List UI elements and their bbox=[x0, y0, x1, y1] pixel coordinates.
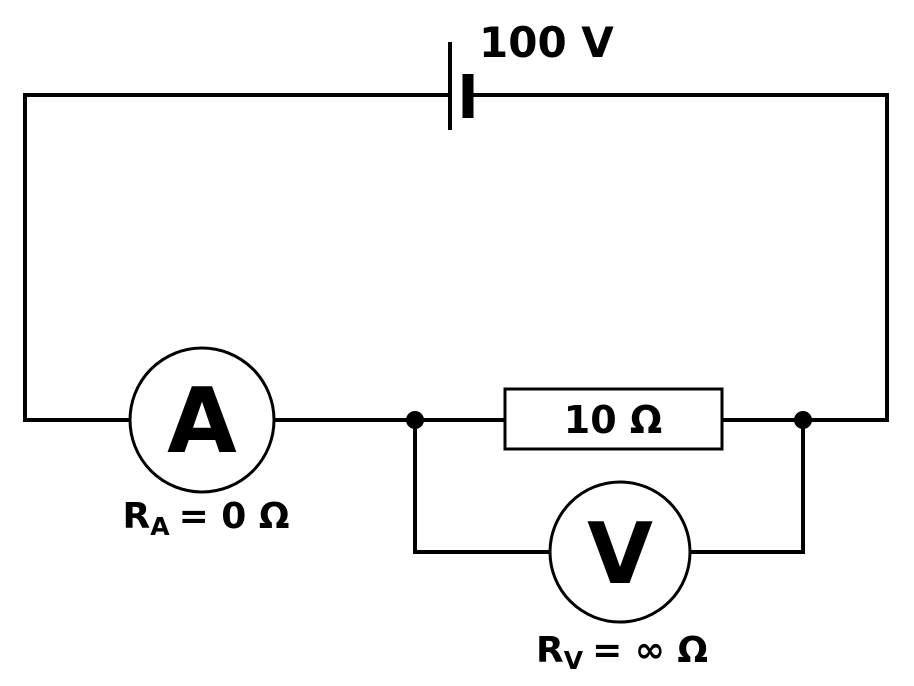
resistor-value-label: 10 Ω bbox=[564, 398, 662, 442]
voltmeter-resistance-rest: = ∞ Ω bbox=[592, 630, 708, 671]
wire-left-loop bbox=[23, 93, 450, 422]
battery-voltage-label: 100 V bbox=[479, 18, 614, 67]
wire-right-loop bbox=[468, 93, 889, 422]
voltmeter: V bbox=[548, 480, 692, 624]
wire-group bbox=[23, 93, 889, 554]
junction-dot-right bbox=[794, 411, 812, 429]
wire-voltmeter-left-branch bbox=[413, 420, 551, 554]
resistor-box bbox=[503, 387, 724, 451]
ammeter-resistance-base: R bbox=[123, 496, 151, 537]
battery-symbol bbox=[448, 42, 474, 130]
ammeter: A bbox=[128, 346, 276, 494]
ammeter-symbol-label: A bbox=[167, 369, 237, 474]
voltmeter-resistance-label: RV = ∞ Ω bbox=[536, 630, 708, 675]
voltmeter-symbol-label: V bbox=[587, 505, 653, 604]
voltmeter-circle bbox=[548, 480, 692, 624]
wire-voltmeter-right-branch bbox=[689, 420, 805, 554]
junction-dot-left bbox=[406, 411, 424, 429]
ammeter-resistance-rest: = 0 Ω bbox=[179, 496, 290, 537]
ammeter-resistance-subscript: A bbox=[150, 512, 170, 541]
resistor: 10 Ω bbox=[503, 387, 724, 451]
ammeter-resistance-label: RA = 0 Ω bbox=[123, 496, 290, 541]
ammeter-circle bbox=[128, 346, 276, 494]
voltmeter-resistance-subscript: V bbox=[564, 646, 584, 675]
voltmeter-resistance-base: R bbox=[536, 630, 564, 671]
